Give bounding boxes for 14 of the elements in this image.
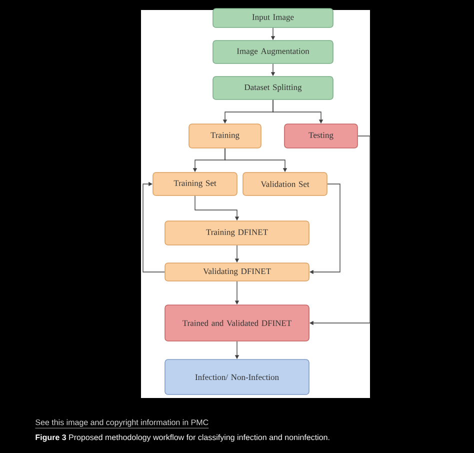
process-box: Image Augmentation bbox=[212, 40, 334, 64]
caption: Figure 3 Proposed methodology workflow for classifying infection and noninfection. bbox=[36, 434, 330, 442]
process-box: Dataset Splitting bbox=[212, 76, 334, 100]
source-link: See this image and copyright information in PMC bbox=[35, 419, 209, 428]
process-box: Validation Set bbox=[242, 172, 328, 196]
process-box: Infection/ Non-Infection bbox=[164, 359, 310, 395]
process-box: Trained and Validated DFINET bbox=[164, 304, 310, 342]
process-box: Testing bbox=[284, 124, 358, 148]
process-box: Input Image bbox=[212, 8, 334, 28]
process-box: Validating DFINET bbox=[164, 262, 310, 282]
process-box: Training Set bbox=[152, 172, 238, 196]
process-box: Training DFINET bbox=[164, 220, 310, 246]
process-box: Training bbox=[188, 124, 262, 148]
arrow bbox=[142, 182, 165, 272]
